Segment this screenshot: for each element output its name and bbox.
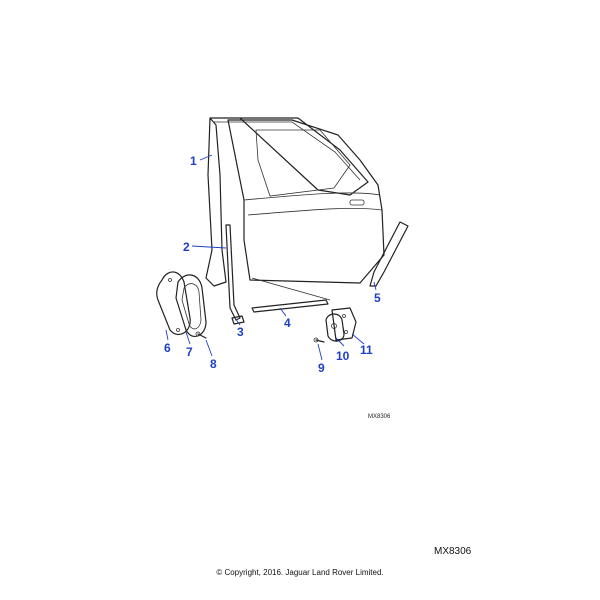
screw-small xyxy=(313,337,325,343)
callout-4: 4 xyxy=(284,316,291,330)
callout-1: 1 xyxy=(190,154,197,168)
quarter-trim-strip xyxy=(369,221,409,287)
striker-bracket xyxy=(331,307,357,341)
callout-2: 2 xyxy=(183,240,190,254)
callout-5: 5 xyxy=(374,291,381,305)
screw xyxy=(195,331,207,339)
callout-11: 11 xyxy=(360,343,373,357)
callout-9: 9 xyxy=(318,361,325,375)
diagram-reference-small: MX8306 xyxy=(368,414,391,420)
copyright-notice: © Copyright, 2016. Jaguar Land Rover Lim… xyxy=(216,568,384,577)
door-finisher-strip xyxy=(225,224,245,325)
callout-3: 3 xyxy=(237,325,244,339)
callout-7: 7 xyxy=(186,345,193,359)
lamp-bezel xyxy=(175,274,207,338)
callout-8: 8 xyxy=(210,357,217,371)
sill-finisher xyxy=(251,277,331,313)
door-weatherstrip xyxy=(205,117,369,287)
diagram-reference: MX8306 xyxy=(434,546,472,557)
leader-lines xyxy=(165,154,377,361)
callout-6: 6 xyxy=(164,341,171,355)
callout-10: 10 xyxy=(336,349,350,363)
lamp-gasket xyxy=(156,271,191,335)
rear-door-shell xyxy=(227,119,385,284)
